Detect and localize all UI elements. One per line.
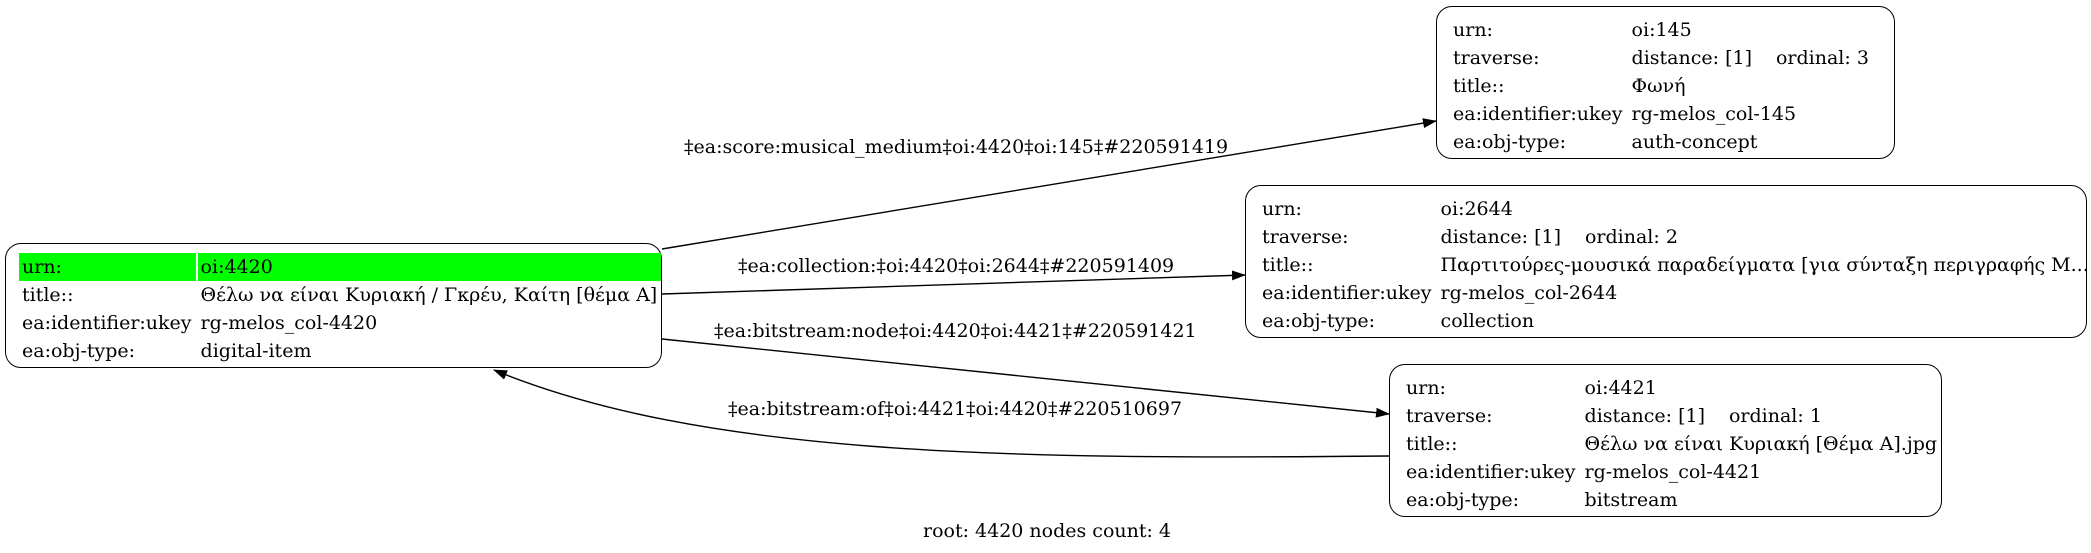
- edge-root-to-4421: [661, 338, 1390, 418]
- node-row-title: title:: Φωνή: [1450, 72, 1873, 100]
- row-value: distance: [1] ordinal: 2: [1438, 223, 2091, 251]
- node-145-table: urn: oi:145 traverse: distance: [1] ordin…: [1448, 16, 1875, 156]
- graph-footer: root: 4420 nodes count: 4: [923, 520, 1172, 542]
- row-key: urn:: [1406, 377, 1446, 399]
- node-row-urn: urn: oi:4420: [19, 253, 662, 281]
- node-row-obj-type: ea:obj-type: digital-item: [19, 337, 661, 365]
- row-value: rg-melos_col-4420: [200, 312, 378, 334]
- row-key: ea:identifier:ukey: [1453, 103, 1623, 125]
- traverse-distance: distance: [1]: [1584, 405, 1705, 427]
- row-key: title::: [1262, 254, 1314, 276]
- row-key: urn:: [1262, 198, 1302, 220]
- row-value: bitstream: [1584, 489, 1678, 511]
- node-row-traverse: traverse: distance: [1] ordinal: 3: [1450, 44, 1873, 72]
- row-key: ea:identifier:ukey: [22, 312, 192, 334]
- node-row-title: title:: Παρτιτούρες-μουσικά παραδείγματα…: [1259, 251, 2091, 279]
- row-value: Θέλω να είναι Κυριακή / Γκρέυ, Καίτη [θέ…: [200, 284, 658, 306]
- row-key: urn:: [1453, 19, 1493, 41]
- node-row-ukey: ea:identifier:ukey rg-melos_col-4420: [19, 309, 661, 337]
- row-key: traverse:: [1453, 47, 1540, 69]
- edge-root-to-145: [661, 118, 1437, 250]
- row-key: title::: [1406, 433, 1458, 455]
- edge-root-to-2644: [661, 270, 1246, 295]
- row-key: ea:identifier:ukey: [1262, 282, 1432, 304]
- node-row-obj-type: ea:obj-type: auth-concept: [1450, 128, 1873, 156]
- edge-4421-to-root: [493, 369, 1390, 458]
- row-key: ea:obj-type:: [1262, 310, 1376, 332]
- node-row-ukey: ea:identifier:ukey rg-melos_col-4421: [1403, 458, 1941, 486]
- row-value: auth-concept: [1631, 131, 1758, 153]
- node-row-ukey: ea:identifier:ukey rg-melos_col-2644: [1259, 279, 2091, 307]
- row-value: rg-melos_col-4421: [1584, 461, 1762, 483]
- traverse-distance: distance: [1]: [1631, 47, 1752, 69]
- row-key: traverse:: [1262, 226, 1349, 248]
- node-4421[interactable]: urn: oi:4421 traverse: distance: [1] ordi…: [1389, 364, 1942, 517]
- node-root-table: urn: oi:4420 title:: Θέλω να είναι Κυρια…: [17, 253, 663, 365]
- edge-label-collection: ‡ea:collection:‡oi:4420‡oi:2644‡#2205914…: [738, 255, 1175, 277]
- node-row-urn: urn: oi:4421: [1403, 374, 1941, 402]
- row-value: Θέλω να είναι Κυριακή [Θέμα Α].jpg: [1584, 433, 1938, 455]
- traverse-ordinal: ordinal: 3: [1775, 47, 1869, 69]
- row-value: rg-melos_col-2644: [1440, 282, 1618, 304]
- row-value: Παρτιτούρες-μουσικά παραδείγματα [για σύ…: [1440, 254, 2089, 276]
- row-value: Φωνή: [1631, 75, 1686, 97]
- row-value: oi:4421: [1584, 377, 1657, 399]
- row-value: digital-item: [200, 340, 312, 362]
- row-value: oi:2644: [1440, 198, 1513, 220]
- node-root-4420[interactable]: urn: oi:4420 title:: Θέλω να είναι Κυρια…: [5, 243, 662, 368]
- node-row-obj-type: ea:obj-type: collection: [1259, 307, 2091, 335]
- traverse-ordinal: ordinal: 1: [1728, 405, 1822, 427]
- row-key: ea:obj-type:: [1406, 489, 1520, 511]
- traverse-distance: distance: [1]: [1440, 226, 1561, 248]
- row-key: ea:identifier:ukey: [1406, 461, 1576, 483]
- node-4421-table: urn: oi:4421 traverse: distance: [1] ordi…: [1401, 374, 1943, 514]
- node-row-urn: urn: oi:2644: [1259, 195, 2091, 223]
- row-key: ea:obj-type:: [22, 340, 136, 362]
- traverse-ordinal: ordinal: 2: [1584, 226, 1678, 248]
- row-value: oi:145: [1631, 19, 1692, 41]
- node-2644-table: urn: oi:2644 traverse: distance: [1] ordi…: [1257, 195, 2091, 335]
- row-value: distance: [1] ordinal: 1: [1582, 402, 1942, 430]
- node-row-title: title:: Θέλω να είναι Κυριακή / Γκρέυ, Κ…: [19, 281, 661, 309]
- row-value: oi:4420: [197, 253, 662, 281]
- row-key: ea:obj-type:: [1453, 131, 1567, 153]
- node-row-traverse: traverse: distance: [1] ordinal: 2: [1259, 223, 2091, 251]
- node-145[interactable]: urn: oi:145 traverse: distance: [1] ordin…: [1436, 6, 1895, 159]
- row-key: urn:: [19, 253, 196, 281]
- row-key: title::: [22, 284, 74, 306]
- row-key: traverse:: [1406, 405, 1493, 427]
- node-row-ukey: ea:identifier:ukey rg-melos_col-145: [1450, 100, 1873, 128]
- row-value: collection: [1440, 310, 1535, 332]
- node-2644[interactable]: urn: oi:2644 traverse: distance: [1] ordi…: [1245, 185, 2089, 338]
- node-row-title: title:: Θέλω να είναι Κυριακή [Θέμα Α].j…: [1403, 430, 1941, 458]
- edge-label-bitstream-node: ‡ea:bitstream:node‡oi:4420‡oi:4421‡#2205…: [714, 320, 1197, 342]
- node-row-obj-type: ea:obj-type: bitstream: [1403, 486, 1941, 514]
- edge-label-musical-medium: ‡ea:score:musical_medium‡oi:4420‡oi:145‡…: [684, 136, 1229, 158]
- edge-label-bitstream-of: ‡ea:bitstream:of‡oi:4421‡oi:4420‡#220510…: [728, 398, 1183, 420]
- node-row-urn: urn: oi:145: [1450, 16, 1873, 44]
- row-value: distance: [1] ordinal: 3: [1629, 44, 1873, 72]
- node-row-traverse: traverse: distance: [1] ordinal: 1: [1403, 402, 1941, 430]
- row-key: title::: [1453, 75, 1505, 97]
- row-value: rg-melos_col-145: [1631, 103, 1797, 125]
